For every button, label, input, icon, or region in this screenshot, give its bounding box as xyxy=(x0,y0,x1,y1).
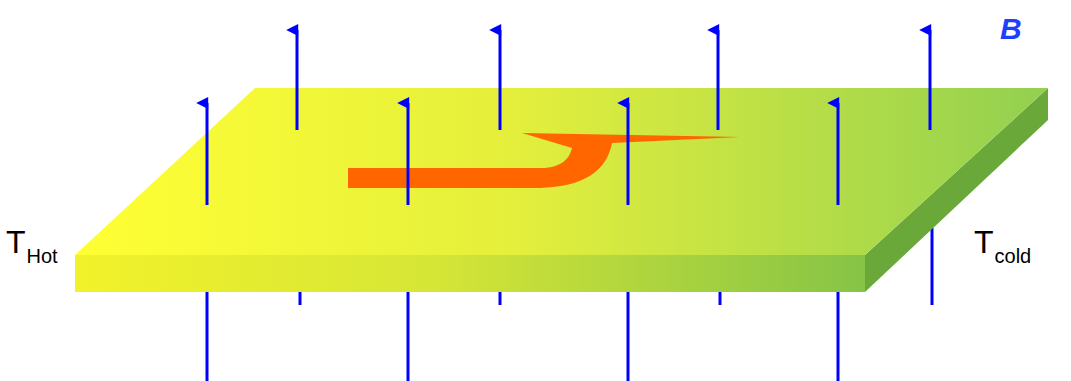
temperature-symbol: T xyxy=(974,226,994,258)
field-arrows-back xyxy=(297,30,930,130)
slab-front xyxy=(75,255,865,292)
slab-top xyxy=(75,88,1048,255)
temperature-subscript: Hot xyxy=(27,246,58,266)
temperature-symbol: T xyxy=(6,226,26,258)
field-arrows-front xyxy=(207,103,838,205)
temperature-subscript: cold xyxy=(995,246,1032,266)
field-label: B xyxy=(1000,14,1022,44)
